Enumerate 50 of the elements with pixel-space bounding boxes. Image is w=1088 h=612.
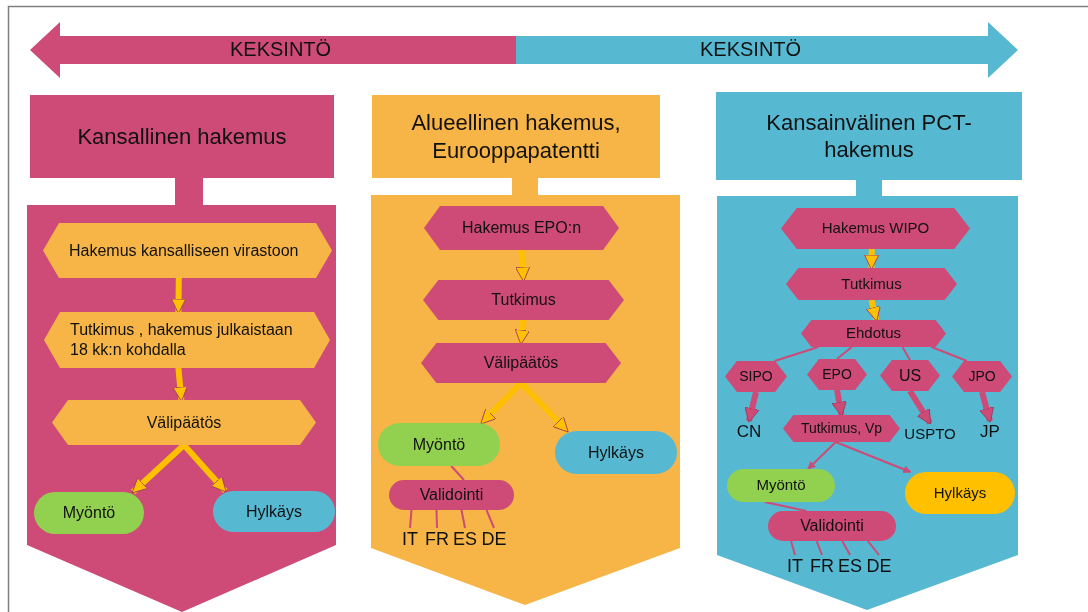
connector-line: [790, 540, 796, 556]
arrow: [979, 391, 994, 423]
country-code: DE: [864, 555, 894, 577]
country-code: FR: [808, 555, 836, 577]
arrow: [864, 248, 880, 270]
country-code: DE: [479, 528, 509, 550]
arrow: [744, 391, 760, 423]
outcome-pill: Myöntö: [727, 469, 835, 502]
arrow: [865, 299, 881, 322]
heading-box: Kansainvälinen PCT-hakemus: [716, 92, 1022, 180]
arrow: [172, 367, 188, 402]
country-code: ES: [451, 528, 479, 550]
arrow: [515, 249, 531, 282]
banner-label: KEKSINTÖ: [700, 38, 802, 61]
arrow: [514, 319, 530, 345]
country-code: JP: [977, 421, 1003, 443]
heading-box: Kansallinen hakemus: [30, 95, 334, 178]
outcome-pill: Hylkäys: [905, 472, 1015, 514]
arrow: [834, 441, 912, 474]
country-code: FR: [423, 528, 451, 550]
arrow: [807, 441, 837, 470]
connector-line: [485, 509, 495, 529]
outcome-pill: Validointi: [389, 480, 514, 510]
heading-box: Alueellinen hakemus, Eurooppapatentti: [372, 95, 660, 178]
outcome-pill: Myöntö: [378, 423, 500, 466]
outcome-pill: Validointi: [768, 511, 896, 541]
banner-label: KEKSINTÖ: [230, 38, 332, 61]
connector-line: [901, 346, 911, 361]
connector-line: [866, 540, 880, 556]
arrow: [831, 389, 847, 417]
connector-line: [409, 509, 413, 529]
connector-line: [450, 465, 465, 481]
outcome-pill: Myöntö: [34, 492, 144, 534]
arrow: [907, 389, 933, 425]
country-code: ES: [836, 555, 864, 577]
arrow: [181, 443, 228, 493]
connector-line: [836, 346, 853, 360]
country-code: IT: [783, 555, 807, 577]
outcome-pill: Hylkäys: [213, 491, 335, 532]
country-code: IT: [398, 528, 422, 550]
country-code: CN: [731, 421, 767, 443]
connector-line: [930, 346, 968, 362]
country-code: USPTO: [903, 423, 957, 445]
connector-line: [435, 509, 438, 529]
outcome-pill: Hylkäys: [555, 431, 677, 474]
connector-line: [815, 540, 823, 556]
arrow: [170, 277, 187, 314]
connector-line: [841, 540, 851, 556]
connector-line: [460, 509, 466, 529]
connector-line: [773, 346, 820, 362]
